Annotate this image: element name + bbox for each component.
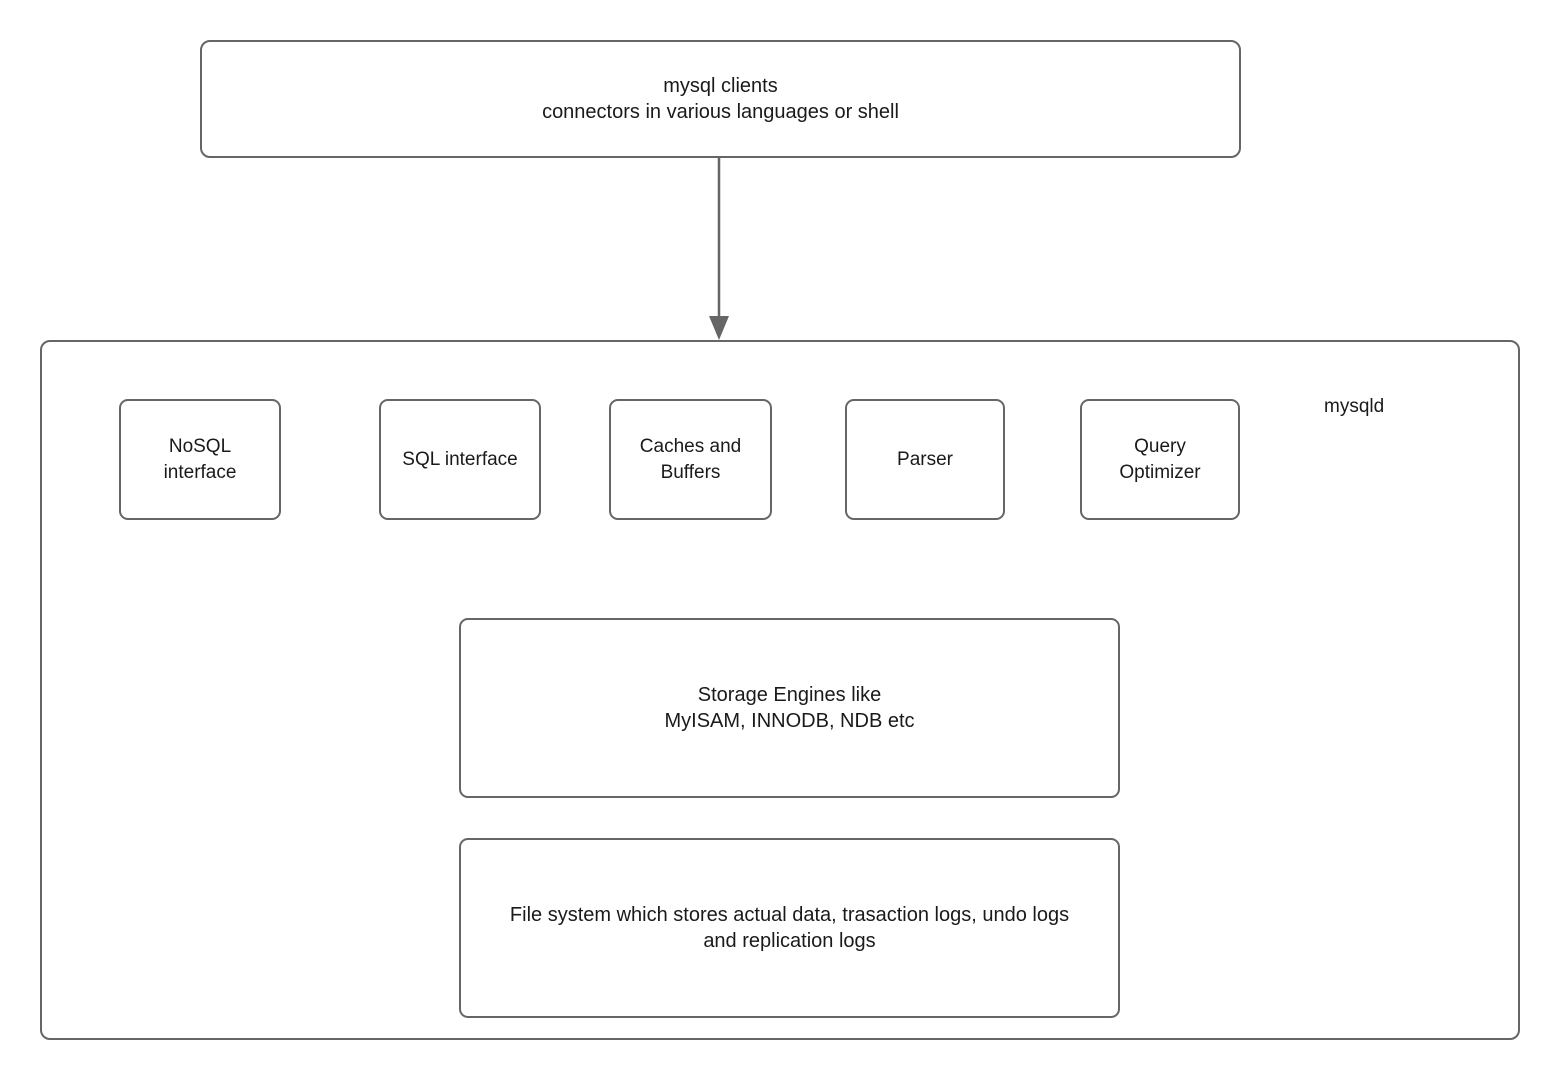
node-nosql-interface-label: NoSQL interface: [163, 436, 237, 483]
node-query-optimizer-label: Query Optimizer: [1119, 436, 1201, 483]
node-storage-engines[interactable]: Storage Engines like MyISAM, INNODB, NDB…: [459, 618, 1120, 798]
node-sql-interface[interactable]: SQL interface: [379, 399, 541, 520]
node-storage-engines-label: Storage Engines like MyISAM, INNODB, NDB…: [664, 683, 915, 732]
mysqld-label: mysqld: [1324, 396, 1385, 417]
node-caches-and-buffers-label: Caches and Buffers: [639, 436, 742, 483]
node-parser[interactable]: Parser: [845, 399, 1005, 520]
mysql-clients-label: mysql clients connectors in various lang…: [542, 74, 899, 123]
node-file-system[interactable]: File system which stores actual data, tr…: [459, 838, 1120, 1018]
node-parser-label: Parser: [897, 448, 953, 470]
arrow-head: [709, 316, 729, 340]
node-caches-and-buffers[interactable]: Caches and Buffers: [609, 399, 772, 520]
node-sql-interface-label: SQL interface: [402, 448, 518, 470]
node-query-optimizer[interactable]: Query Optimizer: [1080, 399, 1240, 520]
node-file-system-label: File system which stores actual data, tr…: [509, 903, 1070, 952]
mysql-clients-node[interactable]: mysql clients connectors in various lang…: [200, 40, 1241, 158]
node-nosql-interface[interactable]: NoSQL interface: [119, 399, 281, 520]
arrow-clients-to-mysqld: [709, 157, 729, 340]
